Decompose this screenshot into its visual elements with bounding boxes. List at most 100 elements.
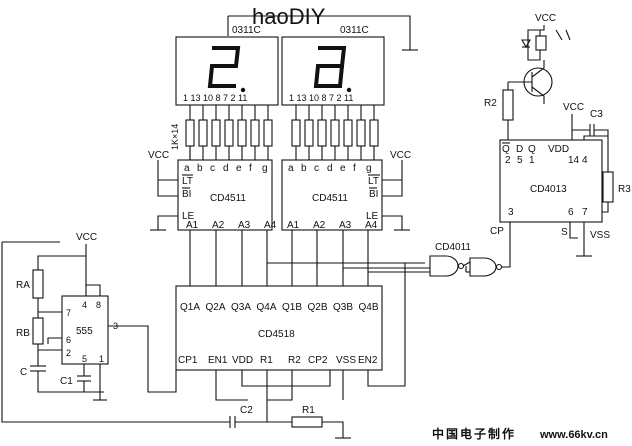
cd4013-p7: 7 bbox=[582, 207, 588, 218]
timer-pin2: 2 bbox=[66, 348, 71, 358]
timer-vcc: VCC bbox=[76, 232, 97, 243]
segment-label: e bbox=[236, 163, 242, 174]
counter-output-label: Q4B bbox=[359, 302, 379, 313]
display-left-pins: 1 13 10 8 7 2 11 bbox=[183, 93, 247, 103]
cd4011-gates: CD4011 bbox=[429, 230, 511, 277]
counter-pin-label: VDD bbox=[232, 355, 253, 366]
timer-c: C bbox=[20, 367, 27, 378]
resistor bbox=[198, 119, 208, 147]
cd4013-vss: VSS bbox=[590, 230, 610, 241]
cd4011-label: CD4011 bbox=[435, 242, 471, 253]
cd4013-qbar: Q bbox=[502, 144, 510, 155]
seven-segment-display-right: 0311C 1 13 10 8 7 2 11 bbox=[281, 25, 385, 106]
footer-url: www.66kv.cn bbox=[539, 429, 608, 441]
cd4511-left-bi: BI bbox=[182, 189, 191, 200]
resistor bbox=[356, 119, 366, 147]
cd4013-q: Q bbox=[528, 144, 536, 155]
relay-vcc: VCC bbox=[535, 13, 556, 24]
counter-pin-label: VSS bbox=[336, 355, 356, 366]
counter-output-label: Q2B bbox=[308, 302, 328, 313]
segment-label: e bbox=[340, 163, 346, 174]
flipflop-pin-label: 2 bbox=[505, 155, 511, 166]
resistor-array-label: 1K×14 bbox=[170, 124, 180, 150]
resistor bbox=[263, 119, 273, 147]
resistor bbox=[330, 119, 340, 147]
decoder-input-label: A2 bbox=[212, 220, 225, 231]
decoder-input-label: A2 bbox=[313, 220, 326, 231]
counter-output-label: Q3A bbox=[231, 302, 251, 313]
timer-pin6: 6 bbox=[66, 335, 71, 345]
cd4511-right-le: LE bbox=[366, 211, 379, 222]
counter-output-label: Q4A bbox=[257, 302, 277, 313]
decoder-input-label: A4 bbox=[365, 220, 378, 231]
footer-site-name: 中国电子制作 bbox=[432, 426, 516, 441]
counter-pin-label: CP2 bbox=[308, 355, 328, 366]
timer-rb: RB bbox=[16, 328, 30, 339]
cd4013-p3: 3 bbox=[508, 207, 514, 218]
resistor bbox=[343, 119, 353, 147]
flipflop-pin-label: 5 bbox=[517, 155, 523, 166]
segment-label: f bbox=[353, 163, 356, 174]
timer-c1: C1 bbox=[60, 376, 73, 387]
cd4511-right-vcc: VCC bbox=[390, 150, 411, 161]
segment-label: c bbox=[314, 163, 319, 174]
segment-label: b bbox=[301, 163, 307, 174]
cd4013-vcc: VCC bbox=[563, 102, 584, 113]
cd4013-vdd: VDD bbox=[548, 144, 569, 155]
timer-pin7: 7 bbox=[66, 308, 71, 318]
decoder-input-label: A3 bbox=[238, 220, 251, 231]
cd4013-cp: CP bbox=[490, 226, 504, 237]
decoder-input-label: A3 bbox=[339, 220, 352, 231]
c2-label: C2 bbox=[240, 405, 253, 416]
resistor bbox=[291, 119, 301, 147]
resistor-array: 1K×14 bbox=[170, 105, 379, 160]
resistor bbox=[304, 119, 314, 147]
display-left-part: 0311C bbox=[232, 25, 261, 36]
cd4511-left-name: CD4511 bbox=[210, 193, 246, 204]
cd4013-r3: R3 bbox=[618, 184, 631, 195]
segment-label: d bbox=[327, 163, 333, 174]
display-right-part: 0311C bbox=[340, 25, 369, 36]
cd4511-right-bi: BI bbox=[369, 189, 378, 200]
cd4511-left-le: LE bbox=[182, 211, 195, 222]
counter-output-label: Q3B bbox=[333, 302, 353, 313]
reset-network: C2 R1 bbox=[1, 241, 406, 439]
decoder-input-label: A4 bbox=[264, 220, 277, 231]
segment-label: g bbox=[366, 163, 372, 174]
timer-pin4: 4 bbox=[82, 300, 87, 310]
timer-555: 555 4 8 7 6 2 3 5 1 VCC RA RB C C1 bbox=[16, 232, 177, 401]
cd4013-d: D bbox=[516, 144, 523, 155]
cd4511-right-name: CD4511 bbox=[312, 193, 348, 204]
counter-pin-label: R1 bbox=[260, 355, 273, 366]
cd4511-right-lt: LT bbox=[368, 176, 379, 187]
resistor bbox=[185, 119, 195, 147]
decoder-input-label: A1 bbox=[186, 220, 199, 231]
decoder-counter-bus bbox=[189, 150, 440, 286]
segment-label: a bbox=[184, 163, 190, 174]
counter-pin-label: R2 bbox=[288, 355, 301, 366]
counter-pin-label: CP1 bbox=[178, 355, 198, 366]
timer-name: 555 bbox=[76, 326, 93, 337]
segment-label: a bbox=[288, 163, 294, 174]
r1-label: R1 bbox=[302, 405, 315, 416]
seven-segment-display-left: 0311C 1 13 10 8 7 2 11 bbox=[175, 25, 279, 106]
cd4013-c3: C3 bbox=[590, 109, 603, 120]
segment-label: c bbox=[210, 163, 215, 174]
segment-label: d bbox=[223, 163, 229, 174]
counter-output-label: Q1B bbox=[282, 302, 302, 313]
flipflop-pin-label: 1 bbox=[529, 155, 535, 166]
timer-ra: RA bbox=[16, 280, 30, 291]
resistor bbox=[369, 119, 379, 147]
flipflop-pin-label: 14 bbox=[568, 155, 580, 166]
resistor bbox=[250, 119, 260, 147]
decoder-input-label: A1 bbox=[287, 220, 300, 231]
cd4511-left-vcc: VCC bbox=[148, 150, 169, 161]
counter-pin-label: EN2 bbox=[358, 355, 378, 366]
cd4511-left-lt: LT bbox=[182, 176, 193, 187]
timer-pin5: 5 bbox=[82, 354, 87, 364]
